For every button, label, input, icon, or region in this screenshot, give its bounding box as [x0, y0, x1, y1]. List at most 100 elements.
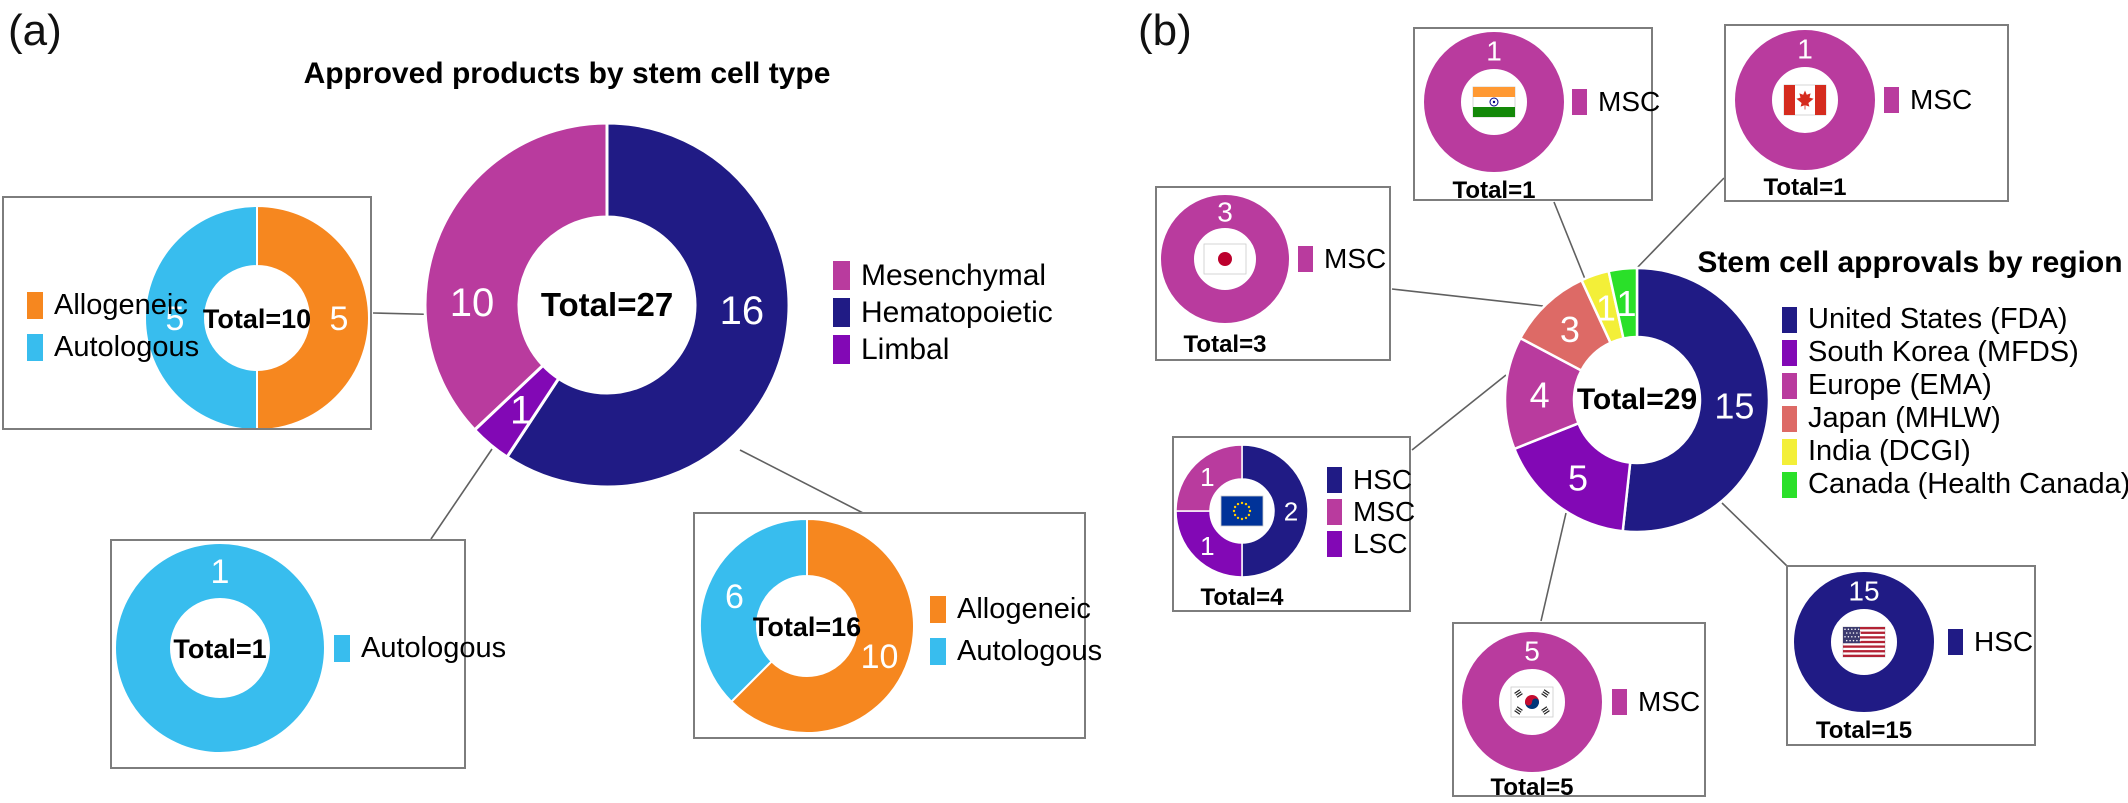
segment-value-label: 3	[1560, 309, 1580, 350]
legend-label: Autologous	[361, 631, 507, 664]
legend-label: MSC	[1638, 686, 1701, 717]
segment-value-label: 4	[1530, 375, 1550, 416]
legend-swatch	[27, 333, 43, 361]
box-india: 1 Total=1 MSC	[1413, 27, 1660, 204]
legend-item: Autologous	[930, 630, 1102, 672]
donut-segment	[1462, 632, 1602, 772]
legend-swatch	[1612, 689, 1627, 715]
legend-item: India (DCGI)	[1782, 435, 2128, 468]
legend-autologous: Autologous	[334, 627, 506, 669]
legend-label: HSC	[1974, 626, 2034, 657]
donut-segment	[423, 121, 609, 433]
connector-b-europe	[1411, 374, 1507, 451]
india-flag	[1472, 86, 1516, 118]
legend-swatch	[27, 291, 43, 319]
legend-label: Autologous	[54, 330, 200, 363]
box-canada: 1 Total=1 MSC	[1724, 24, 2009, 202]
legend-regions: United States (FDA)South Korea (MFDS)Eur…	[1782, 303, 2128, 501]
legend-item: Autologous	[334, 627, 506, 669]
legend-item: MSC	[1612, 686, 1700, 718]
panel-a-label: (a)	[8, 6, 62, 55]
legend-label: India (DCGI)	[1808, 435, 1971, 467]
legend-label: United States (FDA)	[1808, 303, 2068, 335]
legend-label: Limbal	[861, 332, 950, 366]
legend-item: United States (FDA)	[1782, 303, 2128, 336]
segment-value-label: 1	[1616, 283, 1636, 324]
box-limbal-breakdown: 1 Total=1 Autologous	[110, 539, 506, 769]
segment-value-label: 16	[720, 289, 765, 333]
donut-segment	[144, 204, 258, 428]
donut-segment	[504, 121, 791, 489]
donut-segment	[256, 204, 370, 428]
segment-value-label: 1	[1200, 462, 1214, 492]
legend-swatch	[1298, 246, 1313, 272]
donut-segment	[1621, 266, 1771, 534]
legend-swatch	[930, 637, 946, 665]
legend-item: MSC	[1572, 86, 1660, 118]
legend-swatch	[1782, 339, 1797, 366]
segment-value-label: 1	[1596, 288, 1616, 329]
legend-swatch	[1572, 89, 1587, 115]
legend-swatch	[833, 335, 850, 364]
legend-item: Mesenchymal	[833, 257, 1053, 294]
legend-hsc: HSC	[1948, 626, 2033, 658]
panel-b-label: (b)	[1138, 6, 1192, 55]
legend-swatch	[1782, 471, 1797, 498]
legend-swatch	[833, 261, 850, 290]
legend-item: Allogeneic	[930, 588, 1102, 630]
donut-south-korea: 5	[1462, 632, 1602, 772]
segment-value-label: 10	[450, 281, 495, 325]
donut-europe: 2 1 1	[1175, 444, 1309, 578]
total-label: Total=1	[1452, 177, 1536, 204]
donut-segment	[1735, 30, 1875, 170]
donut-segment	[1175, 444, 1243, 512]
legend-item: HSC	[1948, 626, 2033, 658]
legend-swatch	[1884, 87, 1899, 113]
donut-united-states: 15	[1794, 572, 1934, 712]
legend-label: MSC	[1324, 243, 1387, 274]
donut-stem-cell-type-main: 16 1 10	[423, 121, 791, 489]
legend-msc: MSC	[1572, 86, 1660, 118]
legend-swatch	[1782, 372, 1797, 399]
total-label: Total=3	[1183, 331, 1267, 358]
segment-value-label: 5	[1568, 458, 1588, 499]
segment-value-label: 10	[861, 638, 899, 676]
eu-flag	[1220, 495, 1264, 527]
box-united-states: 15 Total=15 HSC	[1786, 565, 2036, 746]
total-label: Total=4	[1200, 584, 1284, 611]
legend-swatch	[1782, 306, 1797, 333]
segment-value-label: 1	[1200, 531, 1214, 561]
legend-label: Autologous	[957, 634, 1103, 667]
donut-segment	[729, 517, 915, 734]
segment-value-label: 1	[510, 389, 532, 433]
legend-msc: MSC	[1612, 686, 1700, 718]
donut-segment	[1241, 444, 1309, 578]
segment-value-label: 2	[1284, 496, 1298, 526]
donut-japan: 3	[1161, 195, 1289, 323]
legend-label: MSC	[1598, 86, 1661, 117]
total-label-main-b: Total=29	[1576, 383, 1698, 416]
legend-swatch	[1948, 629, 1963, 655]
box-south-korea: 5 Total=5 MSC	[1452, 622, 1706, 801]
segment-value-label: 5	[1524, 636, 1540, 667]
legend-label: MSC	[1910, 84, 1973, 115]
legend-label: Europe (EMA)	[1808, 369, 1992, 401]
donut-hematopoietic-breakdown: 106	[699, 517, 915, 734]
legend-label: Allogeneic	[957, 592, 1091, 625]
legend-swatch	[1782, 438, 1797, 465]
segment-value-label: 15	[1848, 576, 1879, 607]
legend-item: Allogeneic	[27, 284, 199, 326]
legend-item: Hematopoietic	[833, 294, 1053, 331]
segment-value-label: 5	[166, 300, 185, 338]
legend-msc: MSC	[1298, 243, 1386, 275]
box-japan: 3 Total=3 MSC	[1155, 186, 1391, 361]
legend-label: MSC	[1353, 496, 1416, 527]
legend-label: HSC	[1353, 464, 1413, 495]
legend-item: Japan (MHLW)	[1782, 402, 2128, 435]
